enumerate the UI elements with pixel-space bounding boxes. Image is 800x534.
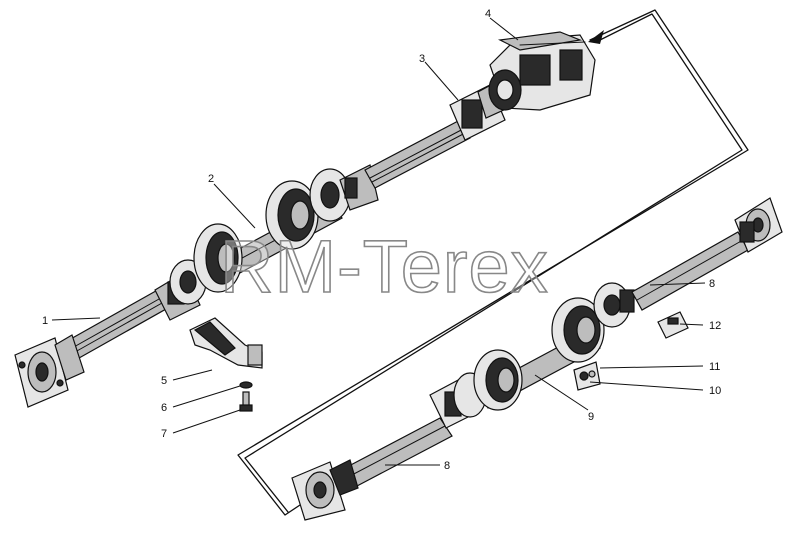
connection-line (237, 9, 749, 516)
end-flange-1 (14, 334, 85, 408)
watermark: RM-Terex (220, 225, 549, 308)
callout-label-6: 6 (161, 402, 167, 414)
connection-line-inner (244, 13, 743, 513)
bolt-12 (657, 311, 689, 339)
callout-label-2: 2 (208, 173, 214, 185)
support-bracket (189, 317, 263, 369)
callout-label-9: 9 (588, 411, 594, 423)
callout-label-4: 4 (485, 8, 491, 20)
lower-cardan-shaft (291, 197, 783, 521)
leader-7 (172, 409, 241, 434)
universal-joint-1 (154, 259, 207, 321)
lower-shaft-tube-3 (631, 231, 749, 311)
leader-12 (679, 323, 704, 326)
lower-support-bearing-right (551, 297, 605, 363)
lower-support-bearing-left (473, 349, 523, 411)
leader-10 (589, 381, 704, 391)
callout-leaders (51, 17, 706, 466)
upper-right-flange (734, 197, 783, 253)
callout-label-12: 12 (709, 320, 721, 332)
callout-label-8a: 8 (709, 278, 715, 290)
nut-and-washer (573, 361, 601, 391)
support-bearing-left (193, 223, 243, 293)
callout-label-3: 3 (419, 53, 425, 65)
lower-shaft-tube-1 (344, 417, 453, 487)
bolt (239, 391, 253, 412)
upper-cardan-shaft (14, 31, 596, 408)
leader-6 (172, 385, 241, 408)
lower-universal-joint-2 (593, 282, 635, 328)
leader-1 (51, 317, 101, 321)
leader-3 (424, 61, 459, 101)
leader-9 (534, 374, 589, 411)
leader-4 (489, 17, 519, 41)
callout-label-5: 5 (161, 375, 167, 387)
leader-5 (172, 369, 213, 381)
callout-label-11: 11 (709, 361, 720, 373)
leader-2 (213, 183, 256, 229)
lower-universal-joint-1 (429, 372, 487, 429)
callout-label-7: 7 (161, 428, 167, 440)
washer (239, 381, 253, 389)
support-bearing-right (265, 180, 319, 250)
connection-arrowhead (588, 30, 604, 44)
lower-end-flange (291, 459, 359, 521)
leader-11 (599, 365, 704, 369)
leader-8a (649, 282, 706, 286)
callout-label-8b: 8 (444, 460, 450, 472)
callout-label-10: 10 (709, 385, 721, 397)
callout-label-1: 1 (42, 315, 48, 327)
transfer-gearbox (488, 31, 596, 111)
